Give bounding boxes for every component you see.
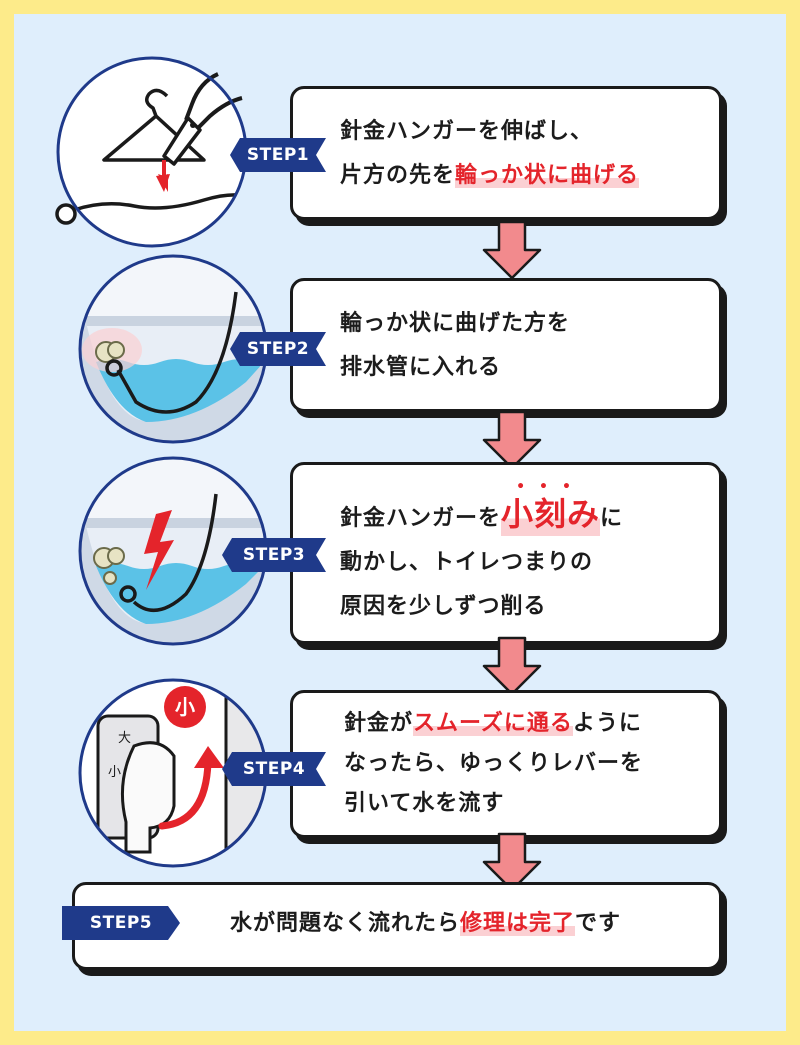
step4-line3: 引いて水を流す (344, 791, 505, 816)
step3-emphasis: •••小刻み (501, 480, 601, 536)
step5-text: 水が問題なく流れたら修理は完了です (230, 902, 621, 946)
lever-big-label: 大 (118, 731, 131, 746)
step1-tag: STEP1 (230, 138, 326, 172)
step4-line1-pre: 針金が (344, 711, 414, 736)
step4-text: 針金がスムーズに通るように なったら、ゆっくりレバーを 引いて水を流す (344, 704, 643, 824)
down-arrow-1 (482, 220, 542, 280)
step4-line1-post: ように (572, 711, 642, 736)
step3-line3: 原因を少しずつ削る (340, 594, 547, 619)
small-flush-badge-text: 小 (175, 695, 195, 719)
step1-text: 針金ハンガーを伸ばし、 片方の先を輪っか状に曲げる (340, 110, 640, 198)
lever-small-label: 小 (108, 765, 121, 780)
hanger-pliers-illustration (55, 56, 248, 248)
step2-text: 輪っか状に曲げた方を 排水管に入れる (340, 302, 570, 390)
step3-emphasis-text: 小刻み (501, 495, 601, 533)
step4-line1: 針金がスムーズに通るように (344, 704, 643, 744)
step3-line1-pre: 針金ハンガーを (340, 506, 502, 531)
step5-box (72, 882, 722, 970)
step2-tag: STEP2 (230, 332, 326, 366)
step3-tag: STEP3 (222, 538, 326, 572)
step5-text-pre: 水が問題なく流れたら (230, 911, 461, 936)
step2-line1: 輪っか状に曲げた方を (340, 311, 571, 336)
step5-highlight: 修理は完了 (460, 911, 576, 936)
down-arrow-3 (482, 636, 542, 696)
step3-line2: 動かし、トイレつまりの (340, 550, 594, 575)
step1-box (290, 86, 722, 220)
step1-line2-pre: 片方の先を (340, 163, 456, 188)
scraping-illustration (78, 456, 268, 646)
step4-tag: STEP4 (222, 752, 326, 786)
step2-line2: 排水管に入れる (340, 355, 502, 380)
step5-tag: STEP5 (62, 906, 180, 940)
pliers-icon (162, 72, 243, 166)
step5-text-post: です (575, 911, 622, 936)
step4-highlight: スムーズに通る (413, 711, 573, 736)
step1-line1: 針金ハンガーを伸ばし、 (340, 119, 594, 144)
down-arrow-4 (482, 832, 542, 892)
step1-highlight: 輪っか状に曲げる (455, 163, 640, 188)
down-arrow-2 (482, 410, 542, 470)
flush-lever-illustration: 大 小 (78, 678, 268, 868)
step3-line1-post: に (600, 506, 624, 531)
step4-line2: なったら、ゆっくりレバーを (344, 751, 644, 776)
step3-text: 針金ハンガーを•••小刻みに 動かし、トイレつまりの 原因を少しずつ削る (340, 480, 624, 629)
step3-line1: 針金ハンガーを•••小刻みに (340, 480, 624, 541)
emphasis-dots: ••• (516, 479, 585, 495)
small-flush-badge: 小 (164, 686, 206, 728)
step2-box (290, 278, 722, 412)
lightning-icon (144, 510, 174, 590)
step1-line2: 片方の先を輪っか状に曲げる (340, 154, 640, 198)
curved-arrow-icon (194, 746, 224, 768)
